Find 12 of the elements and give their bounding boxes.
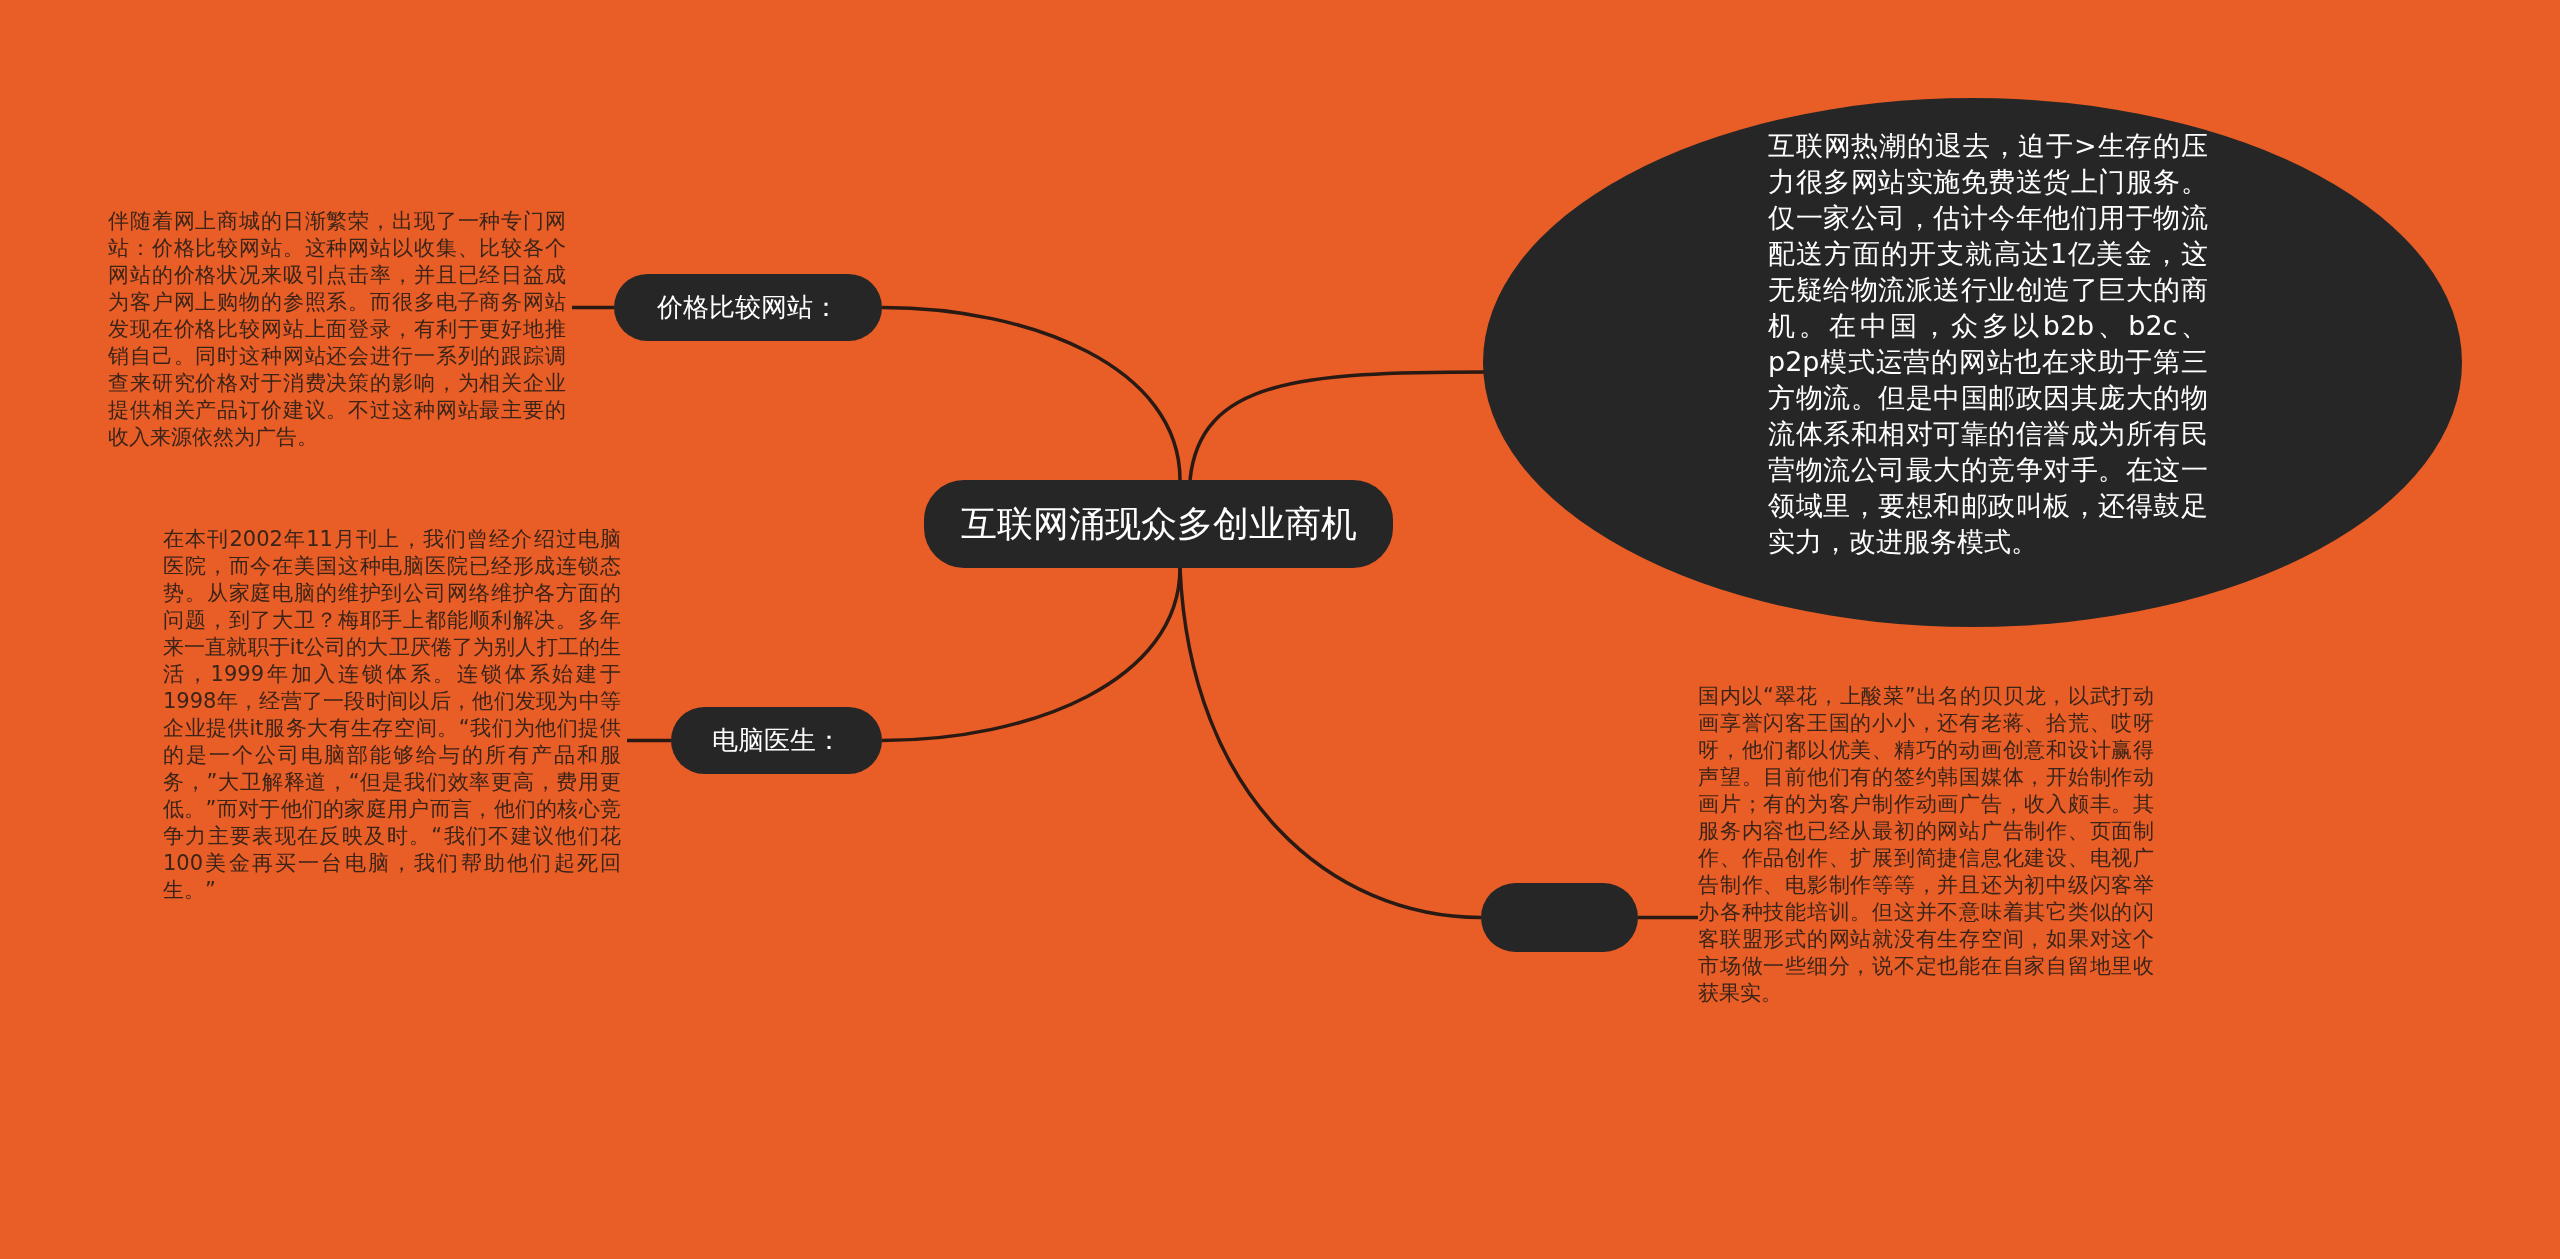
branch-line [881,305,1182,481]
central-topic: 互联网涌现众多创业商机 [924,480,1393,568]
topic-box: 价格比较网站： [614,274,882,341]
note-text: 在本刊2002年11月刊上，我们曾经介绍过电脑医院，而今在美国这种电脑医院已经形成连锁态势。从家庭电脑的维护到公司网络维护各方面的问题，到了大卫？梅耶手上都能顺利解决。多年来一直就职于it公司的大卫厌倦了为别人打工的生活，1999年加入连锁体系。连锁体系始建于1998年，经营了一段时间以后，他们发现为中等企业提供it服务大有生存空间。“我们为他们提供的是一个公司电脑部能够给与的所有产品和服务，”大卫解释道，“但是我们效率更高，费用更低。”而对于他们的家庭用户而言，他们的核心竞争力主要表现在反映及时。“我们不建议他们花100美金再买一台电脑，我们帮助他们起死回生。” [163,526,621,904]
topic-box: 电脑医生： [671,707,882,774]
leader-line [627,738,671,743]
note-text: 国内以“翠花，上酸菜”出名的贝贝龙，以武打动画享誉闪客王国的小小，还有老蒋、拾荒、哎呀呀，他们都以优美、精巧的动画创意和设计赢得声望。目前他们有的签约韩国媒体，开始制作动画片；有的为客户制作动画广告，收入颇丰。其服务内容也已经从最初的网站广告制作、页面制作、作品创作、扩展到简捷信息化建设、电视广告制作、电影制作等等，并且还为初中级闪客举办各种技能培训。但这并不意味着其它类似的闪客联盟形式的网站就没有生存空间，如果对这个市场做一些细分，说不定也能在自家自留地里收获果实。 [1698,683,2154,1007]
leader-line [572,305,614,310]
leader-line [1638,915,1698,920]
branch-line [1178,567,1482,920]
paragraph-text: 互联网热潮的退去，迫于>生存的压力很多网站实施免费送货上门服务。仅一家公司，估计今年他们用于物流配送方面的开支就高达1亿美金，这无疑给物流派送行业创造了巨大的商机。在中国，众多以b2b、b2c、p2p模式运营的网站也在求助于第三方物流。但是中国邮政因其庞大的物流体系和相对可靠的信誉成为所有民营物流公司最大的竞争对手。在这一领域里，要想和邮政叫板，还得鼓足实力，改进服务模式。 [1768,129,2208,559]
note-text: 伴随着网上商城的日渐繁荣，出现了一种专门网站：价格比较网站。这种网站以收集、比较各个网站的价格状况来吸引点击率，并且已经日益成为客户网上购物的参照系。而很多电子商务网站发现在价格比较网站上面登录，有利于更好地推销自己。同时这种网站还会进行一系列的跟踪调查来研究价格对于消费决策的影响，为相关企业提供相关产品订价建议。不过这种网站最主要的收入来源依然为广告。 [108,208,566,451]
